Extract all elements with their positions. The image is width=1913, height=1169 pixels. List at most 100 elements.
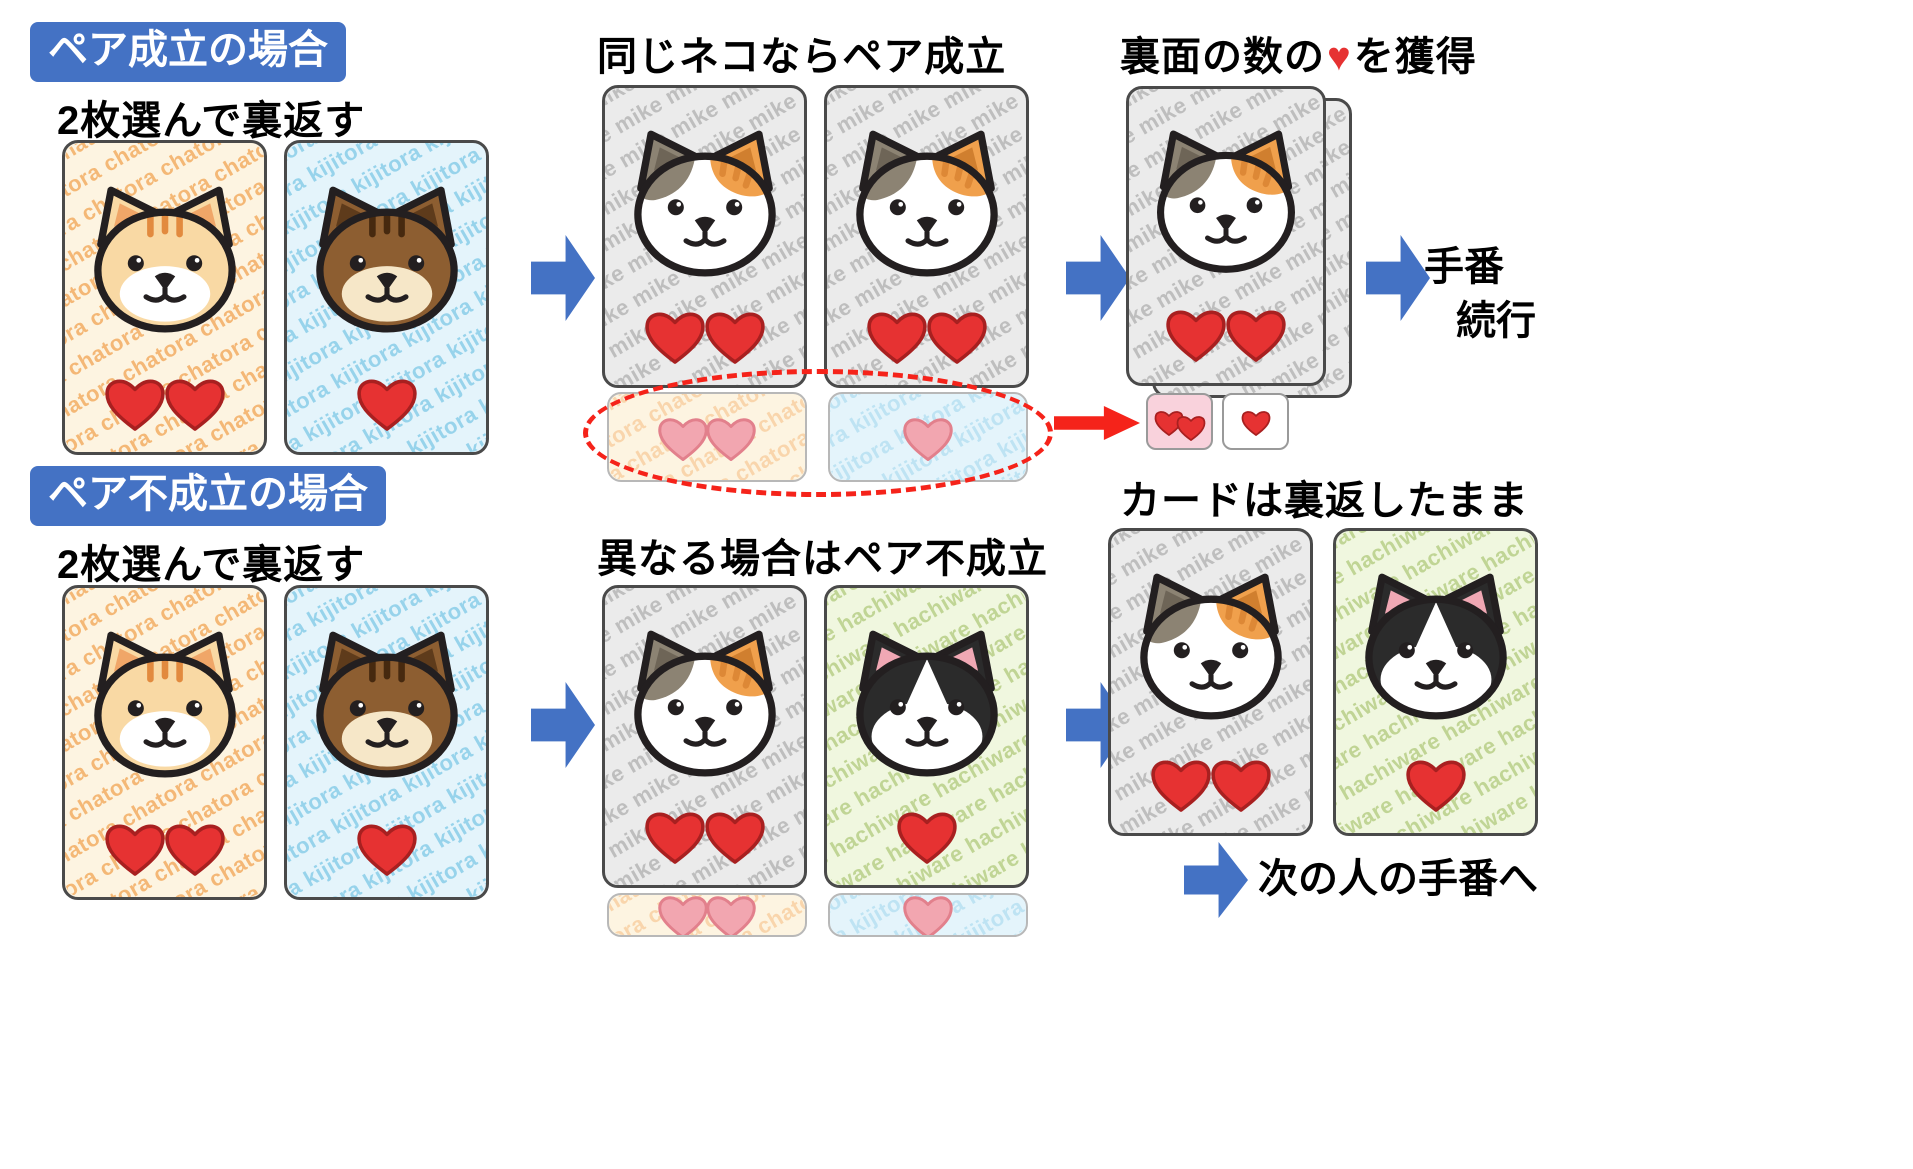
heart-token-row — [1146, 393, 1289, 450]
heart-glyph: ♥ — [1327, 35, 1352, 79]
flipped-card-row-top: chatora chatora chatora chatora chatora … — [607, 392, 1028, 482]
hearts-row — [98, 369, 232, 435]
cat-face — [839, 127, 1014, 279]
hearts-row — [350, 814, 424, 880]
hearts-row — [897, 410, 959, 465]
heart-icon — [356, 379, 417, 431]
cat-face — [299, 183, 474, 335]
cat-face — [299, 628, 474, 780]
flipped-card-row-bottom: chatora chatora chatora chatora chatora … — [607, 893, 1028, 937]
heart-icon — [644, 812, 705, 864]
card-kijitora: kijitora kijitora kijitora kijitora kiji… — [284, 585, 489, 900]
cat-face — [839, 627, 1014, 779]
heart-icon — [704, 312, 765, 364]
cat-face-hachiware-icon — [855, 630, 998, 777]
card-chatora: chatora chatora chatora chatora chatora … — [62, 140, 267, 455]
result-continue-line2: 続行 — [1456, 299, 1536, 343]
heart-icon — [104, 379, 165, 431]
flow-arrow-icon — [1066, 235, 1130, 321]
heart-icon — [896, 812, 957, 864]
heart-icon — [866, 312, 927, 364]
heart-icon — [704, 812, 765, 864]
step-title-gain-hearts: 裏面の数の♥を獲得 — [1120, 24, 1477, 82]
flipped-card-kijitora: kijitora kijitora kijitora kijitora kiji… — [828, 392, 1028, 482]
heart-token — [1146, 393, 1213, 450]
heart-token — [1222, 393, 1289, 450]
cat-face-chatora-icon — [93, 186, 236, 333]
gain-title-post: を獲得 — [1353, 35, 1477, 79]
step-title-choose-two-top: 2枚選んで裏返す — [57, 99, 366, 143]
cat-face-mike-icon — [855, 130, 998, 277]
hearts-row — [890, 802, 964, 868]
card-row-chosen-bottom: chatora chatora chatora chatora chatora … — [62, 585, 489, 900]
flow-arrow-icon — [1366, 235, 1430, 321]
section-label-pair-success: ペア成立の場合 — [30, 22, 346, 82]
heart-icon — [1241, 410, 1270, 436]
hearts-row — [638, 802, 772, 868]
gain-title-pre: 裏面の数の — [1120, 35, 1325, 79]
heart-icon — [903, 896, 953, 935]
hearts-row — [897, 895, 959, 935]
result-continue-turn: 手番 続行 — [1424, 240, 1536, 348]
gain-arrow-icon — [1054, 406, 1140, 440]
hearts-row — [98, 814, 232, 880]
heart-icon — [1226, 310, 1286, 362]
flow-arrow-icon — [531, 682, 595, 768]
hearts-row — [350, 369, 424, 435]
cat-face — [1123, 570, 1298, 722]
cat-face — [1141, 127, 1312, 275]
card-row-stay-face-up: mike mike mike mike mike mike mike mike … — [1108, 528, 1538, 836]
step-title-same-cat-pair: 同じネコならペア成立 — [597, 35, 1007, 79]
flow-arrow-icon — [1184, 842, 1248, 918]
hearts-row — [1399, 750, 1473, 816]
flow-arrow-icon — [531, 235, 595, 321]
flipped-card-chatora: chatora chatora chatora chatora chatora … — [607, 392, 807, 482]
hearts-row — [860, 302, 994, 368]
heart-icon — [926, 312, 987, 364]
heart-icon — [706, 418, 756, 461]
card-stack-front: mike mike mike mike mike mike mike mike … — [1126, 86, 1326, 386]
heart-icon — [356, 824, 417, 876]
card-kijitora: kijitora kijitora kijitora kijitora kiji… — [284, 140, 489, 455]
flipped-card-chatora: chatora chatora chatora chatora chatora … — [607, 893, 807, 937]
result-next-player: 次の人の手番へ — [1258, 857, 1538, 901]
cat-face-mike-icon — [633, 630, 776, 777]
heart-icon — [706, 896, 756, 935]
step-title-cards-stay-face-up: カードは裏返したまま — [1120, 479, 1529, 523]
hearts-row — [638, 302, 772, 368]
cat-face-mike-icon — [633, 130, 776, 277]
card-chatora: chatora chatora chatora chatora chatora … — [62, 585, 267, 900]
heart-icon — [104, 824, 165, 876]
heart-icon — [1210, 760, 1271, 812]
card-hachiware: hachiware hachiware hachiware hachiware … — [1333, 528, 1538, 836]
cat-face — [77, 628, 252, 780]
cat-face-mike-icon — [1139, 573, 1282, 720]
cat-face-chatora-icon — [93, 631, 236, 778]
heart-icon — [1166, 310, 1226, 362]
section-label-pair-fail: ペア不成立の場合 — [30, 466, 386, 526]
heart-icon — [164, 379, 225, 431]
heart-icon — [1176, 415, 1205, 441]
cat-face-kijitora-icon — [315, 186, 458, 333]
hearts-row — [652, 410, 762, 465]
flipped-card-kijitora: kijitora kijitora kijitora kijitora kiji… — [828, 893, 1028, 937]
hearts-row — [1144, 750, 1278, 816]
heart-icon — [658, 896, 708, 935]
heart-icon — [903, 418, 953, 461]
card-row-chosen-top: chatora chatora chatora chatora chatora … — [62, 140, 489, 455]
cat-face-kijitora-icon — [315, 631, 458, 778]
card-mike: mike mike mike mike mike mike mike mike … — [1126, 86, 1326, 386]
step-title-different-no-pair: 異なる場合はペア不成立 — [597, 537, 1048, 581]
heart-icon — [164, 824, 225, 876]
card-row-no-pair-revealed: mike mike mike mike mike mike mike mike … — [602, 585, 1029, 888]
card-mike: mike mike mike mike mike mike mike mike … — [1108, 528, 1313, 836]
cat-face — [77, 183, 252, 335]
heart-icon — [1150, 760, 1211, 812]
cat-face-mike-icon — [1157, 130, 1295, 274]
card-mike: mike mike mike mike mike mike mike mike … — [602, 85, 807, 388]
card-hachiware: hachiware hachiware hachiware hachiware … — [824, 585, 1029, 888]
heart-icon — [644, 312, 705, 364]
cat-face — [617, 627, 792, 779]
cat-face — [1348, 570, 1523, 722]
